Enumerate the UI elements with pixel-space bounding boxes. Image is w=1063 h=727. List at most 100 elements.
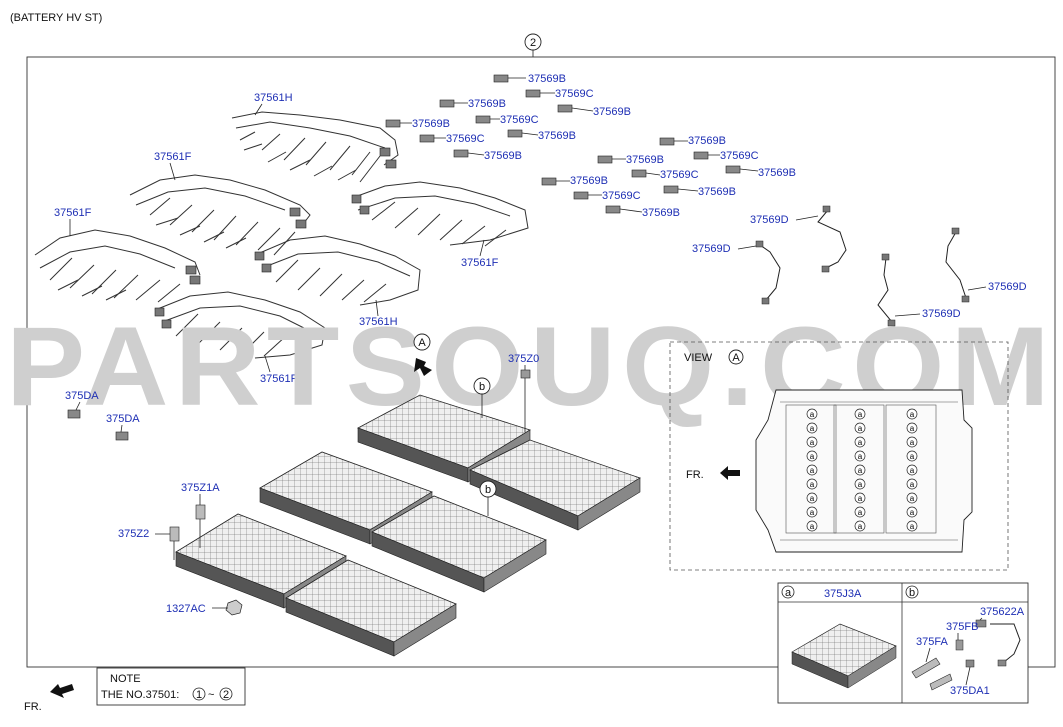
view-a-title-letter: A (732, 352, 740, 364)
view-a-cell-marker[interactable] (854, 520, 866, 532)
label-37561F-lower[interactable]: 37561F (260, 373, 298, 385)
label-37569C-2[interactable]: 37569C (500, 114, 539, 126)
label-37569B-3[interactable]: 37569B (593, 106, 631, 118)
note-tilde: ~ (208, 689, 214, 701)
view-a-cell-marker[interactable] (906, 520, 918, 532)
view-a-cell-marker[interactable] (854, 492, 866, 504)
legend-b-part-375622A[interactable]: 375622A (980, 606, 1025, 618)
view-a-callout[interactable]: A (413, 333, 431, 351)
label-37561F-middle[interactable]: 37561F (461, 257, 499, 269)
view-a-cell-marker[interactable] (806, 450, 818, 462)
label-1327AC[interactable]: 1327AC (166, 603, 206, 615)
label-375Z0[interactable]: 375Z0 (508, 353, 539, 365)
label-375DA-1[interactable]: 375DA (65, 390, 99, 402)
view-a-cell-marker[interactable] (906, 436, 918, 448)
label-37569C-1[interactable]: 37569C (555, 88, 594, 100)
label-37569B-7[interactable]: 37569B (688, 135, 726, 147)
label-37569C-6[interactable]: 37569C (602, 190, 641, 202)
view-a-cell-marker[interactable] (806, 422, 818, 434)
label-37569B-12[interactable]: 37569B (642, 207, 680, 219)
label-37561H-upper[interactable]: 37561H (254, 92, 293, 104)
front-direction-arrow-icon (50, 684, 74, 698)
view-a-cell-marker-letter: a (810, 508, 815, 517)
view-a-cell-marker[interactable] (854, 464, 866, 476)
view-a-cell-marker[interactable] (906, 506, 918, 518)
view-a-cell-marker[interactable] (906, 478, 918, 490)
harness-37561F-top[interactable] (129, 174, 311, 256)
view-a-cell-marker[interactable] (854, 408, 866, 420)
view-a-cell-marker-letter: a (810, 424, 815, 433)
label-37569B-1[interactable]: 37569B (528, 73, 566, 85)
label-37569B-5[interactable]: 37569B (538, 130, 576, 142)
label-37569B-8[interactable]: 37569B (626, 154, 664, 166)
battery-module-upper[interactable] (357, 394, 641, 531)
view-a-cell-marker[interactable] (906, 450, 918, 462)
harness-37561H-upper[interactable] (231, 111, 399, 183)
view-a-cell-marker-letter: a (910, 522, 915, 531)
view-a-cell-marker-letter: a (810, 410, 815, 419)
assembly-callout[interactable]: 2 (524, 33, 542, 51)
legend-b-part-375FB[interactable]: 375FB (946, 621, 978, 633)
label-375Z1A[interactable]: 375Z1A (181, 482, 220, 494)
label-37569C-5[interactable]: 37569C (660, 169, 699, 181)
label-37561F-left[interactable]: 37561F (54, 207, 92, 219)
bolt-375Z1A[interactable] (195, 504, 206, 548)
cable-37569D[interactable] (755, 205, 970, 327)
harness-37561F-lower[interactable] (154, 291, 326, 359)
legend-a-module[interactable] (791, 623, 897, 689)
view-a-cell-marker[interactable] (906, 408, 918, 420)
view-a-cell-marker[interactable] (806, 506, 818, 518)
label-37561F-top[interactable]: 37561F (154, 151, 192, 163)
view-a-cell-marker[interactable] (806, 520, 818, 532)
label-37569D-3[interactable]: 37569D (988, 281, 1027, 293)
view-a-cell-marker[interactable] (906, 492, 918, 504)
detail-b-callout-2[interactable]: b (479, 480, 497, 498)
view-a-cell-marker[interactable] (854, 422, 866, 434)
bolt-375Z0[interactable] (520, 369, 531, 432)
view-a-cell-marker[interactable] (906, 464, 918, 476)
battery-module-lower[interactable] (175, 513, 457, 657)
label-37569B-6[interactable]: 37569B (484, 150, 522, 162)
view-a-cell-marker-letter: a (910, 410, 915, 419)
view-a-cell-marker-letter: a (810, 452, 815, 461)
legend-a-part[interactable]: 375J3A (824, 588, 862, 600)
label-375Z2[interactable]: 375Z2 (118, 528, 149, 540)
connector-clips[interactable] (385, 74, 741, 214)
view-a-cell-marker[interactable] (854, 506, 866, 518)
view-a-cell-marker[interactable] (854, 450, 866, 462)
battery-module-middle[interactable] (259, 451, 547, 593)
label-375DA-2[interactable]: 375DA (106, 413, 140, 425)
assembly-callout-number: 2 (530, 37, 536, 49)
clip-375DA[interactable] (67, 409, 129, 441)
view-a-cell-marker[interactable] (806, 492, 818, 504)
nut-1327AC[interactable] (225, 599, 243, 616)
label-37569C-3[interactable]: 37569C (446, 133, 485, 145)
label-37569D-4[interactable]: 37569D (922, 308, 961, 320)
label-37569B-10[interactable]: 37569B (570, 175, 608, 187)
legend-b-part-375DA1[interactable]: 375DA1 (950, 685, 990, 697)
label-37569B-9[interactable]: 37569B (758, 167, 796, 179)
label-37569B-4[interactable]: 37569B (412, 118, 450, 130)
label-37569C-4[interactable]: 37569C (720, 150, 759, 162)
detail-b-callout[interactable]: b (473, 377, 491, 395)
harness-37561F-middle[interactable] (351, 181, 529, 247)
view-a-cell-marker[interactable] (806, 436, 818, 448)
harness-37561H-lower[interactable] (254, 235, 421, 306)
legend-b-part-375FA[interactable]: 375FA (916, 636, 948, 648)
view-a-cell-marker-letter: a (810, 522, 815, 531)
view-a-cell-marker[interactable] (906, 422, 918, 434)
view-a-cell-marker[interactable] (806, 408, 818, 420)
view-a-cell-marker-letter: a (858, 424, 863, 433)
label-37561H-lower[interactable]: 37561H (359, 316, 398, 328)
view-a-cell-marker[interactable] (854, 436, 866, 448)
label-37569D-2[interactable]: 37569D (692, 243, 731, 255)
view-a-cell-marker[interactable] (806, 464, 818, 476)
harness-37561F-left[interactable] (34, 229, 201, 303)
view-a-cell-marker[interactable] (854, 478, 866, 490)
view-a-cell-marker[interactable] (806, 478, 818, 490)
label-37569B-11[interactable]: 37569B (698, 186, 736, 198)
label-37569B-2[interactable]: 37569B (468, 98, 506, 110)
detail-b-callout-letter: b (479, 381, 485, 393)
label-37569D-1[interactable]: 37569D (750, 214, 789, 226)
